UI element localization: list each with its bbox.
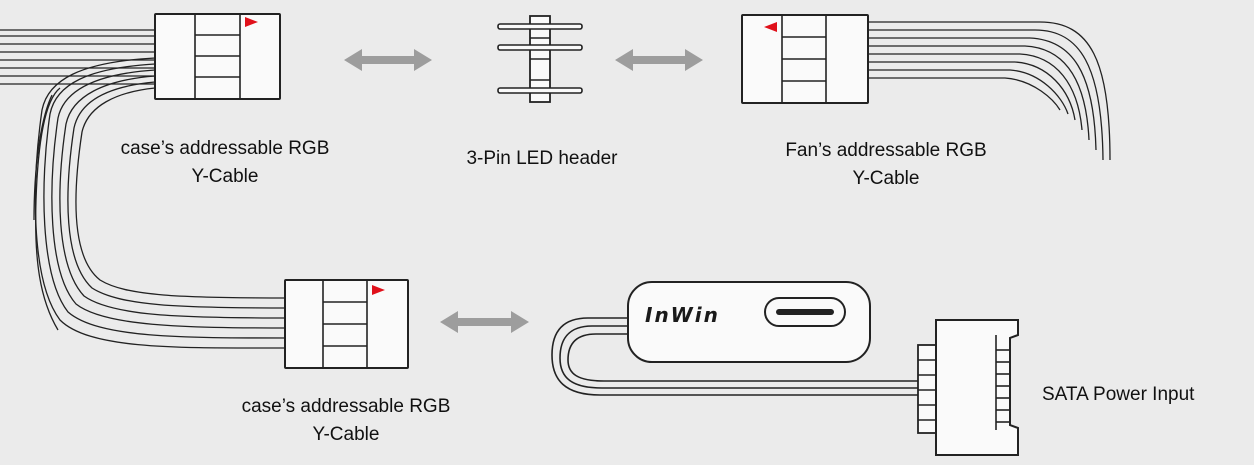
case-cable-top-label-line1: case’s addressable RGB bbox=[121, 138, 330, 159]
controller-cable bbox=[551, 317, 918, 396]
case-cable-top-wires bbox=[0, 29, 155, 85]
case-cable-top-connector bbox=[154, 13, 281, 100]
double-arrow-icon bbox=[344, 49, 432, 71]
pin1-marker bbox=[764, 22, 777, 32]
fan-cable-connector bbox=[741, 14, 869, 104]
fan-cable-label-line2: Y-Cable bbox=[853, 168, 920, 189]
case-cable-bottom-label-line2: Y-Cable bbox=[313, 424, 380, 445]
header-label: 3-Pin LED header bbox=[466, 148, 618, 169]
case-cable-bottom-label-line1: case’s addressable RGB bbox=[242, 396, 451, 417]
case-cable-bottom-connector bbox=[284, 279, 409, 369]
case-cable-top-label-line2: Y-Cable bbox=[192, 166, 259, 187]
double-arrow-icon bbox=[440, 311, 529, 333]
pin1-marker bbox=[245, 17, 258, 27]
sata-label: SATA Power Input bbox=[1042, 384, 1195, 405]
pin1-marker bbox=[372, 285, 385, 295]
case-cable-loop-wires bbox=[33, 57, 291, 349]
sata-connector-icon bbox=[917, 319, 1019, 456]
fan-cable-label-line1: Fan’s addressable RGB bbox=[785, 140, 986, 161]
pin-header-icon bbox=[497, 15, 583, 103]
usb-c-port-icon bbox=[764, 297, 846, 327]
double-arrow-icon bbox=[615, 49, 703, 71]
brand-logo: InWin bbox=[645, 303, 720, 327]
fan-cable-wires bbox=[868, 21, 1111, 161]
controller-box: InWin bbox=[627, 281, 871, 363]
